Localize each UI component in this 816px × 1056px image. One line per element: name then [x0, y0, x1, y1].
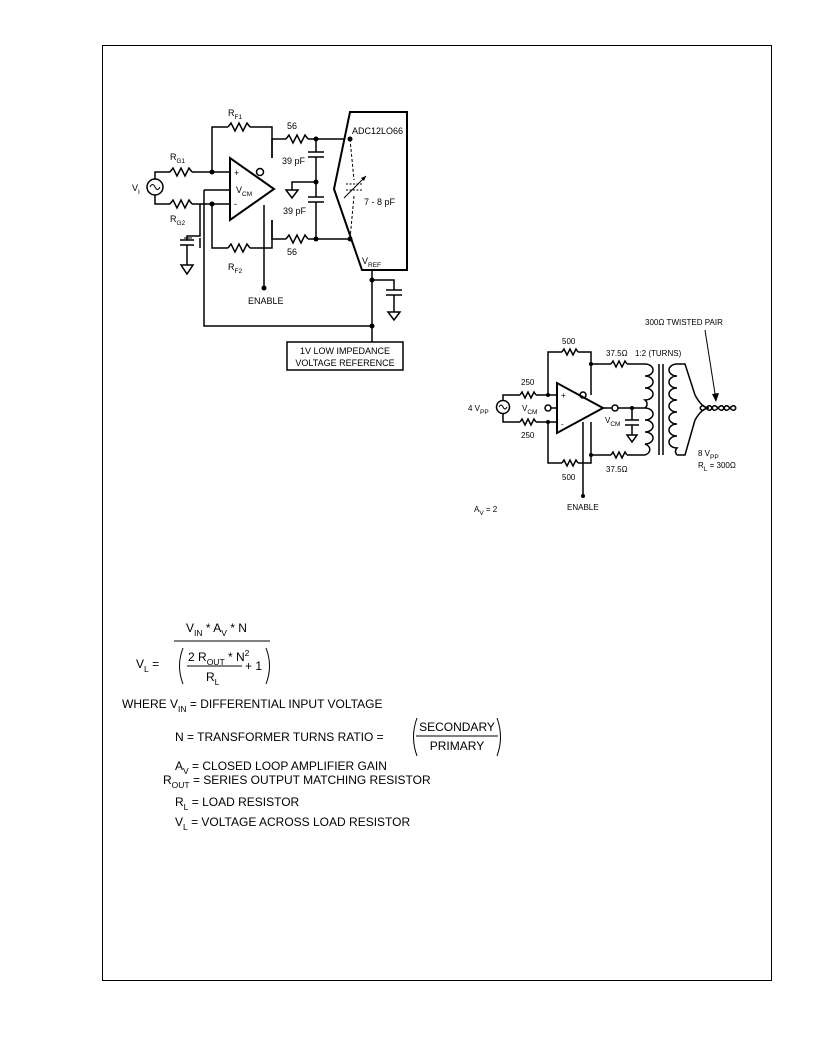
- r37-bottom-resistor: [610, 450, 628, 460]
- transformer-secondary-icon: [668, 363, 679, 456]
- left-paren: [179, 647, 184, 685]
- amp-plus-label: +: [561, 391, 566, 400]
- r37-top-label: 37.5Ω: [606, 349, 628, 358]
- r250-top-resistor: [519, 390, 537, 400]
- r250-bottom-label: 250: [521, 431, 535, 440]
- variable-cap-arrow-icon: [343, 175, 367, 199]
- signal-source-icon: [495, 399, 511, 415]
- equation-denominator-bottom: RL: [206, 670, 220, 687]
- rout-definition: ROUT = SERIES OUTPUT MATCHING RESISTOR: [163, 773, 431, 790]
- rl-label: RL = 300Ω: [698, 461, 736, 473]
- transformer-primary-icon: [642, 363, 654, 456]
- rg1-resistor: [169, 166, 193, 178]
- vpp-out-label: 8 VPP: [698, 449, 719, 461]
- twisted-pair-label: 300Ω TWISTED PAIR: [645, 318, 723, 327]
- cap-top-label: 39 pF: [282, 156, 306, 166]
- voltage-reference-box: [286, 341, 404, 371]
- adc-driver-circuit: VI RG1 RG2 RF1 RF2 + - VCM: [132, 108, 408, 371]
- rg2-resistor: [169, 198, 193, 210]
- voltage-equation: VL = VIN * AV * N 2 ROUT * N2 RL + 1 WHE…: [122, 621, 501, 832]
- vcm-label: VCM: [236, 185, 252, 198]
- r500-top-resistor: [561, 347, 579, 357]
- rg1-label: RG1: [170, 152, 186, 165]
- amp-minus-label: -: [561, 420, 564, 429]
- twisted-pair-icon: [699, 405, 737, 411]
- turns-label: 1:2 (TURNS): [635, 349, 682, 358]
- cap-bottom-label: 39 pF: [283, 206, 307, 216]
- rf2-label: RF2: [228, 262, 242, 275]
- rg2-label: RG2: [170, 214, 186, 227]
- av-definition: AV = CLOSED LOOP AMPLIFIER GAIN: [175, 759, 387, 776]
- ground-icon: [386, 311, 402, 322]
- line-driver-circuit: 300Ω TWISTED PAIR 4 VPP 250 250 + - VCM …: [468, 318, 737, 517]
- ground-icon: [625, 434, 639, 444]
- differential-amplifier: [229, 156, 276, 222]
- rf2-resistor: [227, 242, 251, 254]
- vl-definition: VL = VOLTAGE ACROSS LOAD RESISTOR: [175, 815, 410, 832]
- primary-label: PRIMARY: [430, 739, 484, 753]
- vref-label: VREF: [362, 256, 381, 269]
- r37-top-resistor: [610, 359, 628, 369]
- av-label: AV = 2: [474, 505, 498, 517]
- enable-label: ENABLE: [567, 503, 599, 512]
- r250-top-label: 250: [521, 378, 535, 387]
- equation-denominator-top: 2 ROUT * N2: [188, 648, 250, 667]
- where-line: WHERE VIN = DIFFERENTIAL INPUT VOLTAGE: [122, 697, 382, 714]
- r37-bottom-label: 37.5Ω: [606, 465, 628, 474]
- rf1-resistor: [227, 121, 251, 133]
- page-frame: [102, 45, 772, 981]
- r500-top-label: 500: [562, 337, 576, 346]
- adc-name-label: ADC12LO66: [352, 126, 403, 136]
- equation-plus-one: + 1: [245, 659, 262, 673]
- reference-line1: 1V LOW IMPEDANCE: [300, 346, 390, 356]
- vi-label: VI: [132, 183, 140, 196]
- vcm-out-label: VCM: [605, 416, 620, 428]
- equation-numerator: VIN * AV * N: [186, 621, 247, 638]
- vcm-in-label: VCM: [522, 404, 537, 416]
- r56-bottom-label: 56: [287, 247, 297, 257]
- amp-minus-label: -: [234, 199, 237, 209]
- r500-bottom-resistor: [561, 458, 579, 468]
- sine-wave-icon: [149, 184, 161, 190]
- vpp-in-label: 4 VPP: [468, 404, 489, 416]
- cap-var-label: 7 - 8 pF: [364, 197, 396, 207]
- r250-bottom-resistor: [519, 417, 537, 427]
- r56-top-label: 56: [287, 121, 297, 131]
- ground-icon: [284, 189, 300, 200]
- rl-definition: RL = LOAD RESISTOR: [175, 795, 300, 812]
- r500-bottom-label: 500: [562, 473, 576, 482]
- r56-top-resistor: [285, 133, 309, 145]
- amp-plus-label: +: [234, 168, 239, 178]
- adc-block: [332, 111, 408, 271]
- n-definition: N = TRANSFORMER TURNS RATIO =: [175, 730, 384, 744]
- reference-line2: VOLTAGE REFERENCE: [295, 358, 394, 368]
- r56-bottom-resistor: [285, 233, 309, 245]
- enable-label: ENABLE: [248, 296, 284, 306]
- right-paren: [265, 647, 270, 685]
- rf1-label: RF1: [228, 108, 242, 121]
- vl-symbol: VL =: [136, 657, 159, 674]
- ground-icon: [179, 264, 195, 276]
- secondary-label: SECONDARY: [419, 720, 495, 734]
